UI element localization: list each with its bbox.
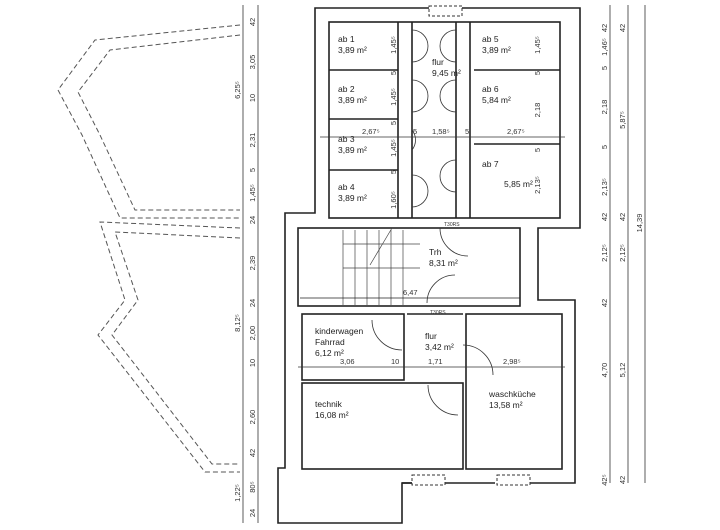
- dimension-label: 1,71: [428, 357, 443, 366]
- dimension-label: 6,47: [403, 288, 418, 297]
- dimension-label: 2,67⁵: [362, 127, 380, 136]
- dimension-label: 5: [600, 145, 609, 149]
- room-name: ab 6: [482, 84, 499, 94]
- room-name: ab 2: [338, 84, 355, 94]
- room-name: waschküche: [488, 389, 536, 399]
- dimension-label: 80⁵: [248, 481, 257, 492]
- dimension-label: 2,13⁵: [533, 176, 542, 194]
- room-area: 3,89 m²: [338, 145, 367, 155]
- dimension-label: 42: [600, 299, 609, 307]
- dimension-label: 1,60⁵: [389, 191, 398, 209]
- dimension-label: 5,87⁵: [618, 111, 627, 129]
- room-name: ab 5: [482, 34, 499, 44]
- dimension-label: 42: [618, 213, 627, 221]
- dimension-label: 5: [533, 148, 542, 152]
- dimension-label: 5: [600, 66, 609, 70]
- dimension-label: 2,98⁵: [503, 357, 521, 366]
- room-area: 5,84 m²: [482, 95, 511, 105]
- dimension-label: 5: [465, 127, 469, 136]
- dimension-label: 2,13⁵: [600, 178, 609, 196]
- dimension-label: 42: [618, 476, 627, 484]
- dimension-label: 1,58⁵: [432, 127, 450, 136]
- dimension-label: 5: [389, 170, 398, 174]
- room-area: 3,89 m²: [338, 45, 367, 55]
- door-label: T30RS: [430, 310, 446, 316]
- stairs: [300, 227, 520, 305]
- dimension-label: 42: [248, 18, 257, 26]
- dimension-label: 10: [391, 357, 399, 366]
- dimension-label: 4,70: [600, 363, 609, 378]
- dimension-label: 5: [533, 71, 542, 75]
- dimension-label: 1,45⁵: [389, 36, 398, 54]
- dimension-label: 2,18: [533, 103, 542, 118]
- dimension-label: 10: [248, 94, 257, 102]
- dimension-label: 1,45⁵: [389, 88, 398, 106]
- dimension-label: 2,00: [248, 326, 257, 341]
- room-name: ab 3: [338, 134, 355, 144]
- dimension-label: 5,12: [618, 363, 627, 378]
- dimension-label: 2,60: [248, 410, 257, 425]
- room-area: 3,89 m²: [482, 45, 511, 55]
- dimension-label: 24: [248, 216, 257, 224]
- walls: [277, 7, 581, 524]
- dimension-lines: [242, 5, 646, 523]
- dimension-label: 24: [248, 509, 257, 517]
- dimension-label: 42: [600, 24, 609, 32]
- dimension-label: 1,45⁵: [389, 139, 398, 157]
- room-name: ab 7: [482, 159, 499, 169]
- room-area: 13,58 m²: [489, 400, 523, 410]
- dimension-label: 42: [600, 213, 609, 221]
- dimension-label: 6,25⁵: [233, 81, 242, 99]
- dimension-label: 10: [248, 359, 257, 367]
- dimension-label: 5: [389, 71, 398, 75]
- room-name: kinderwagen: [315, 326, 363, 336]
- room-name: ab 4: [338, 182, 355, 192]
- dimension-label: 2,39: [248, 256, 257, 271]
- dimension-label: 42: [618, 24, 627, 32]
- room-area: 16,08 m²: [315, 410, 349, 420]
- room-name: Fahrrad: [315, 337, 345, 347]
- room-name: Trh: [429, 247, 442, 257]
- dimension-label: 2,12⁵: [600, 244, 609, 262]
- dimension-label: 5: [248, 168, 257, 172]
- dimension-label: 1,45⁵: [248, 184, 257, 202]
- dimension-label: 14,39: [635, 214, 644, 233]
- room-name: flur: [425, 331, 437, 341]
- room-area: 8,31 m²: [429, 258, 458, 268]
- door-label: T30RS: [444, 222, 460, 228]
- room-area: 3,42 m²: [425, 342, 454, 352]
- dimension-label: 24: [248, 299, 257, 307]
- dimension-label: 42⁵: [600, 474, 609, 485]
- room-area: 9,45 m²: [432, 68, 461, 78]
- room-area: 5,85 m²: [504, 179, 533, 189]
- door-swings: [371, 29, 494, 416]
- dimension-label: 2,67⁵: [507, 127, 525, 136]
- dimension-label: 3,05: [248, 55, 257, 70]
- room-area: 3,89 m²: [338, 95, 367, 105]
- dimension-label: 8,12⁵: [233, 314, 242, 332]
- room-area: 6,12 m²: [315, 348, 344, 358]
- dimension-label: 1,46⁵: [600, 38, 609, 56]
- dimension-label: 2,18: [600, 100, 609, 115]
- dashed-roof-outline: [57, 24, 241, 473]
- dimension-label: 5: [413, 127, 417, 136]
- dimension-label: 3,06: [340, 357, 355, 366]
- room-name: technik: [315, 399, 343, 409]
- dimension-label: 42: [248, 449, 257, 457]
- dimension-label: 5: [389, 121, 398, 125]
- dimension-label: 2,12⁵: [618, 244, 627, 262]
- windows: [411, 5, 531, 486]
- dimension-label: 1,45⁵: [533, 36, 542, 54]
- room-name: flur: [432, 57, 444, 67]
- room-name: ab 1: [338, 34, 355, 44]
- room-area: 3,89 m²: [338, 193, 367, 203]
- dimension-label: 1,22⁵: [233, 484, 242, 502]
- dimension-label: 2,31: [248, 133, 257, 148]
